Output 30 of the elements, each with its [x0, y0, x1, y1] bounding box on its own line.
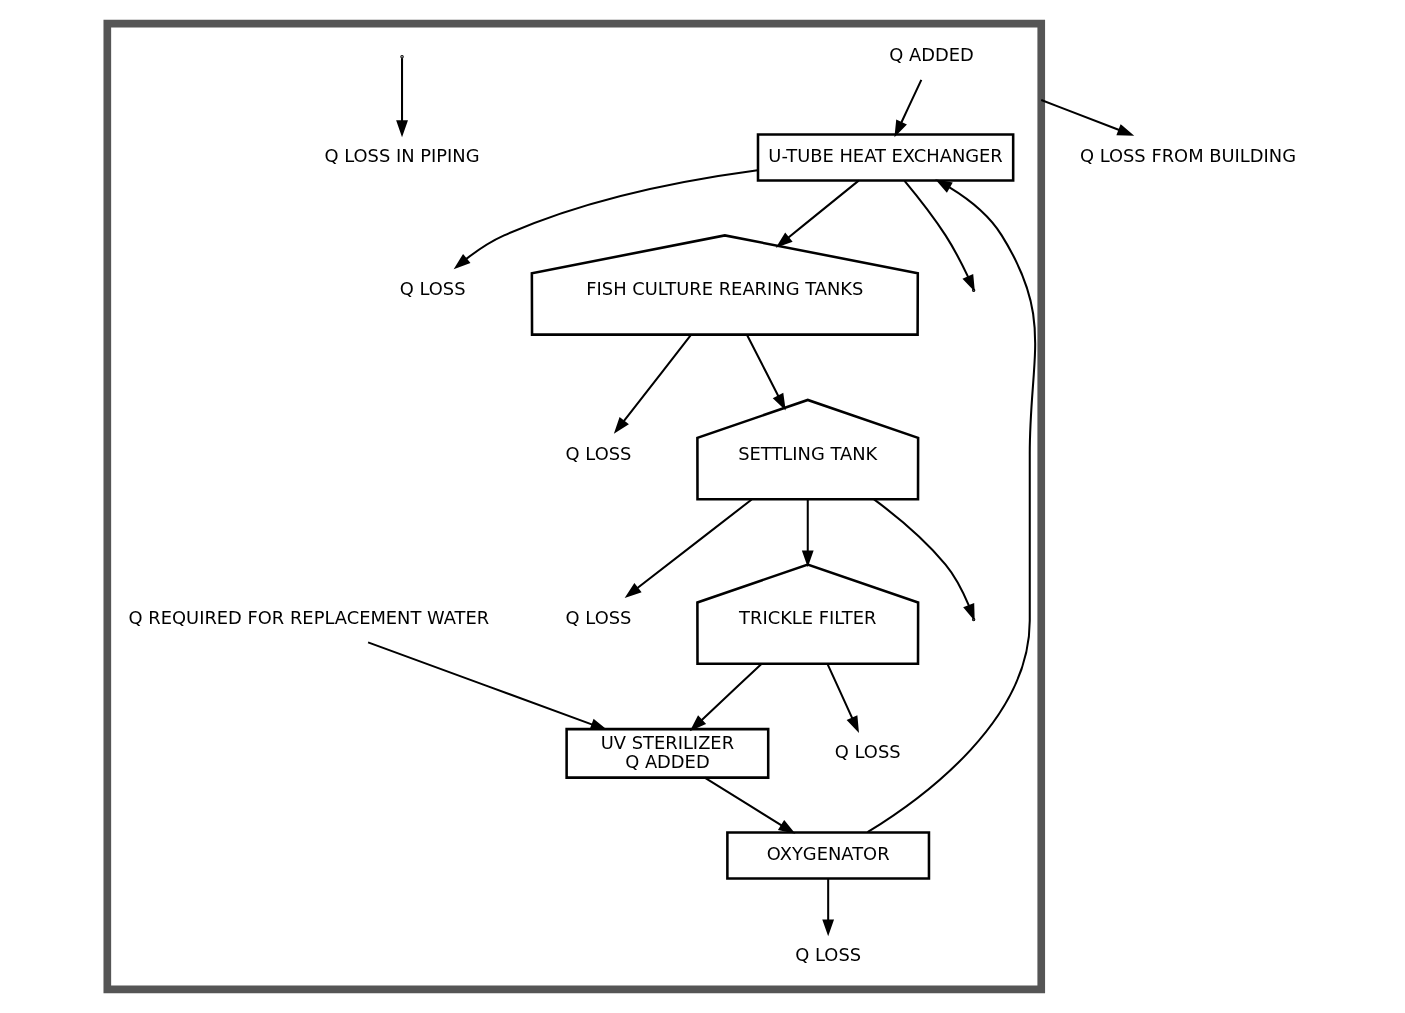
arrow: [367, 641, 608, 731]
arrow: [894, 79, 923, 138]
arrow: [822, 878, 835, 937]
arrow: [866, 179, 1037, 834]
arrow: [396, 58, 408, 138]
arrow: [1040, 99, 1135, 136]
node-box: U-TUBE HEAT EXCHANGER: [756, 133, 1015, 182]
arrow: [624, 498, 753, 598]
arrow: [775, 179, 860, 248]
arrow: [704, 776, 796, 834]
arrow: [903, 180, 975, 292]
arrow: [689, 663, 763, 732]
arrow: [801, 499, 814, 568]
node-text: Q LOSS: [399, 277, 466, 299]
arrow: [873, 498, 975, 621]
node-text: Q LOSS: [565, 607, 632, 629]
node-box: UV STERILIZER Q ADDED: [565, 727, 770, 779]
node-text: Q ADDED: [889, 44, 974, 66]
node-text: Q LOSS: [565, 442, 632, 464]
node-text: Q LOSS: [834, 741, 901, 763]
node-text: Q LOSS FROM BUILDING: [1079, 145, 1296, 167]
arrow: [453, 169, 758, 270]
cluster: [103, 19, 1046, 994]
node-text: Q REQUIRED FOR REPLACEMENT WATER: [128, 607, 490, 629]
node-text: Q LOSS: [795, 943, 862, 965]
arrow: [746, 334, 786, 411]
arrow: [826, 663, 859, 733]
node-box: OXYGENATOR: [726, 831, 931, 880]
arrow: [613, 334, 692, 434]
node-text: Q LOSS IN PIPING: [324, 145, 480, 167]
